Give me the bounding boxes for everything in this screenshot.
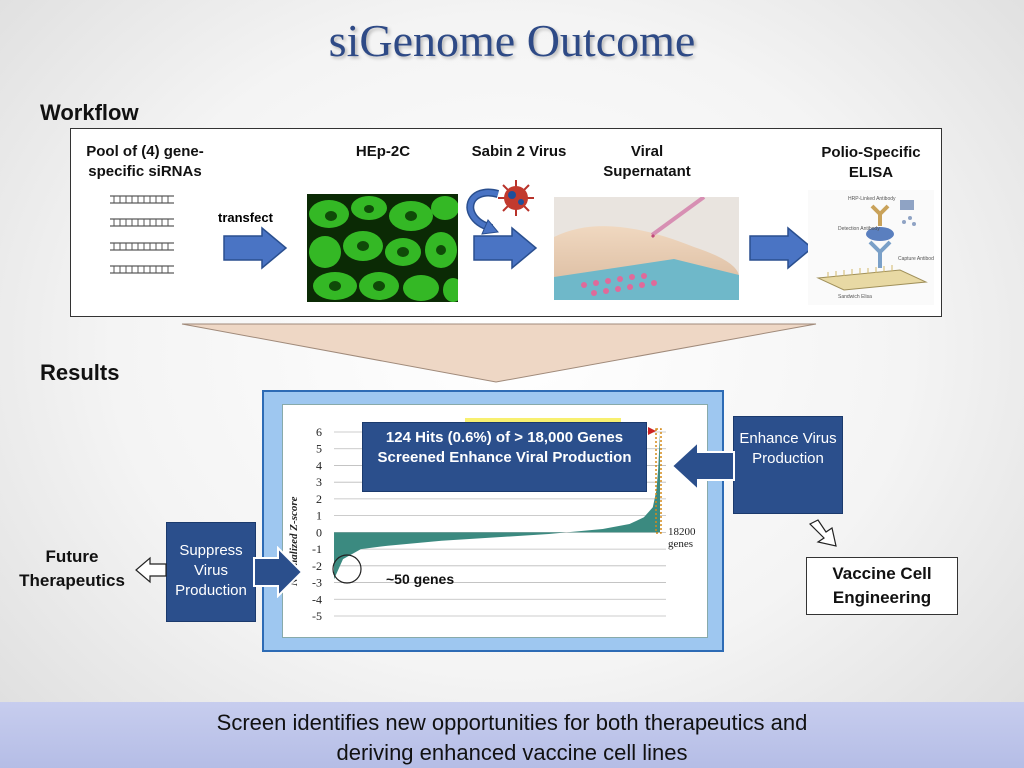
- svg-text:Detection Antibody: Detection Antibody: [838, 226, 880, 232]
- svg-text:Sandwich Elisa: Sandwich Elisa: [838, 294, 872, 300]
- sabin2-virus-label: Sabin 2 Virus: [471, 143, 567, 160]
- svg-text:HRP-Linked Antibody: HRP-Linked Antibody: [848, 196, 896, 202]
- top-hits-highlight: [655, 428, 662, 534]
- hep2c-label: HEp-2C: [355, 143, 411, 160]
- y-tick-label: 0: [316, 525, 322, 539]
- right-arrow-icon: [473, 226, 538, 270]
- y-tick-label: 4: [316, 458, 322, 472]
- right-arrow-icon: [253, 546, 304, 598]
- enhance-virus-box: Enhance Virus Production: [733, 416, 843, 514]
- y-tick-label: 5: [316, 442, 322, 456]
- transfect-label: transfect: [218, 210, 273, 225]
- y-tick-label: -4: [312, 592, 322, 606]
- down-right-arrow-icon: [808, 519, 837, 547]
- hits-summary-box: 124 Hits (0.6%) of > 18,000 Genes Screen…: [362, 422, 647, 492]
- left-arrow-icon: [670, 440, 735, 492]
- y-tick-label: 2: [316, 492, 322, 506]
- vaccine-engineering-box: Vaccine Cell Engineering: [806, 557, 958, 615]
- sirna-strands-image: [110, 195, 174, 274]
- viral-supernatant-image: [554, 197, 739, 300]
- footer-banner: Screen identifies new opportunities for …: [0, 702, 1024, 768]
- viral-supernatant-label: Viral Supernatant: [603, 143, 691, 180]
- footer-line-1: Screen identifies new opportunities for …: [216, 710, 808, 735]
- y-tick-label: -5: [312, 609, 322, 623]
- elisa-label: Polio-Specific ELISA: [821, 144, 921, 181]
- left-arrow-outline-icon: [135, 556, 167, 584]
- hep2c-cells-image: [307, 194, 458, 302]
- suppress-virus-box: Suppress Virus Production: [166, 522, 256, 622]
- page-title: siGenome Outcome: [328, 15, 696, 66]
- y-tick-label: -1: [312, 542, 322, 556]
- zscore-area-series: [334, 432, 660, 580]
- sirna-pool-label: Pool of (4) gene- specific siRNAs: [86, 143, 204, 180]
- right-arrow-icon: [749, 226, 814, 270]
- footer-line-2: deriving enhanced vaccine cell lines: [336, 740, 688, 765]
- svg-text:Capture Antibody: Capture Antibody: [898, 256, 934, 262]
- bottom-genes-highlight: [332, 554, 362, 584]
- y-tick-label: -2: [312, 559, 322, 573]
- y-tick-label: -3: [312, 576, 322, 590]
- y-tick-label: 6: [316, 425, 322, 439]
- end-gene-count: 18200: [668, 526, 696, 538]
- right-arrow-icon: [223, 226, 288, 270]
- workflow-panel: [70, 128, 942, 317]
- workflow-heading: Workflow: [40, 100, 139, 125]
- virus-icon: [466, 180, 534, 235]
- elisa-diagram-image: HRP-Linked Antibody Detection Antibody C…: [808, 190, 934, 305]
- fifty-genes-label: ~50 genes: [386, 571, 454, 587]
- red-pointer-icon: [648, 427, 656, 435]
- y-tick-label: 3: [316, 475, 322, 489]
- end-gene-unit: genes: [668, 538, 693, 550]
- future-therapeutics-label: Future Therapeutics: [19, 547, 125, 590]
- y-tick-label: 1: [316, 509, 322, 523]
- results-heading: Results: [40, 360, 120, 385]
- funnel-connector: [181, 323, 817, 383]
